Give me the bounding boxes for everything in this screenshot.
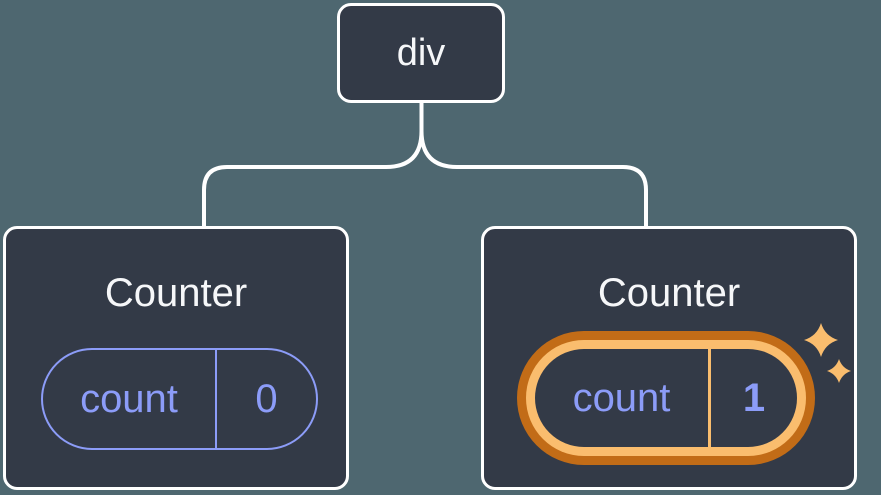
counter-card-highlighted: Counter count 1 (481, 226, 857, 490)
state-value-cell: 1 (711, 349, 797, 447)
state-key-cell: count (43, 350, 217, 448)
state-value: 0 (255, 377, 278, 421)
component-title: Counter (597, 271, 741, 315)
root-node: div (337, 3, 505, 103)
state-key-label: count (572, 376, 671, 420)
state-pill: count 0 (41, 348, 318, 450)
counter-card: Counter count 0 (3, 226, 349, 490)
state-value-cell: 0 (217, 350, 316, 448)
state-pill-highlight-ring: count 1 (526, 340, 806, 456)
state-pill-highlighted: count 1 (517, 331, 815, 465)
state-pill-core: count 1 (535, 349, 797, 447)
component-title: Counter (104, 271, 248, 315)
state-key-cell: count (535, 349, 711, 447)
state-key-label: count (80, 377, 178, 421)
root-node-label: div (396, 32, 446, 74)
state-value: 1 (742, 376, 766, 420)
